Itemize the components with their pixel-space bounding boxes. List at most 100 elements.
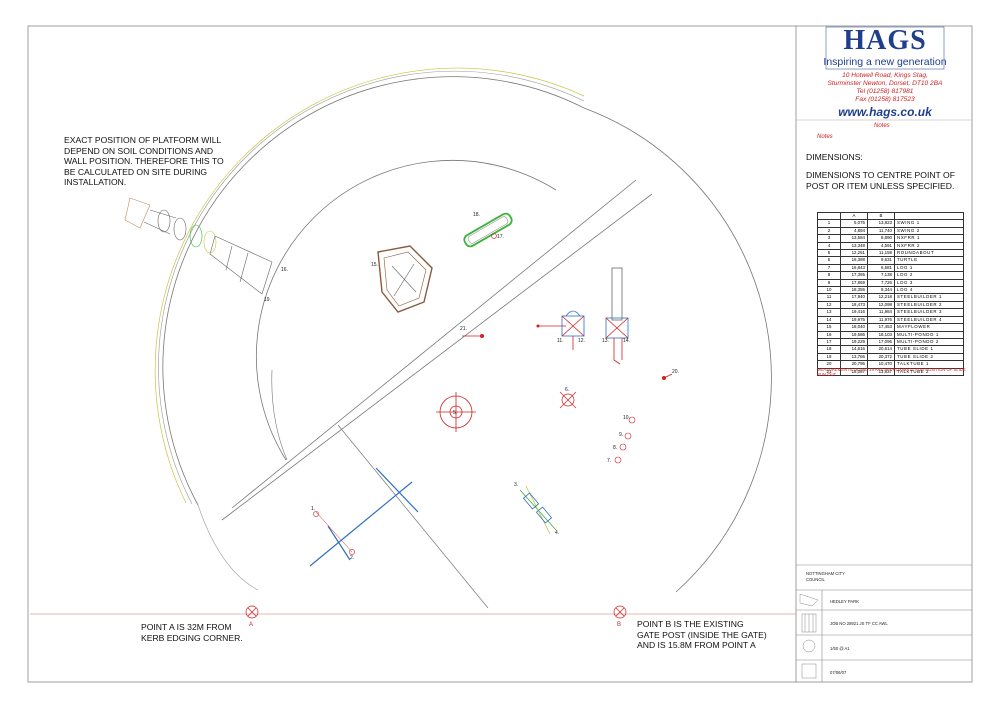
point-a-marker [245,605,259,619]
drawing-scale: 1/50 @ A1 [830,646,850,651]
table-cell: 12,218 [867,293,895,302]
table-cell: 15 [817,323,841,332]
table-cell: 17,869 [840,278,868,288]
table-cell: 11,158 [867,249,895,258]
table-cell: 14 [817,315,841,325]
item-label: 7. [607,458,611,464]
table-cell: 5,075 [840,219,868,228]
item-number-labels: 1. 2. 3. 4. 5. 6. 7. 8. 9. 10. 11. 12. 1… [264,212,679,561]
table-cell: 19,416 [840,308,868,317]
table-cell: NXFRR 1 [894,234,964,243]
site-circle [583,107,772,593]
dimensions-heading: DIMENSIONS: [806,152,863,162]
job-number: JOB NO 28921 JS TF CC AWL [830,621,888,626]
table-cell: STEELBUILDER 1 [894,293,964,302]
notes-label: Notes [817,134,833,140]
point-b-label: B [617,622,621,628]
table-cell: STEELBUILDER 3 [894,308,964,317]
table-cell: 17,453 [867,323,895,332]
table-cell: 1 [817,219,841,228]
table-cell: 17 [817,337,841,347]
table-cell: LOG 4 [894,286,964,295]
table-cell: 12,251 [840,249,868,258]
item-label: 13. [602,338,609,344]
table-cell: TUBE SLIDE 2 [894,352,964,362]
table-cell: 18,040 [840,323,868,332]
boundary-wall-arc [162,76,585,506]
item-label: 4. [555,530,559,536]
table-cell: TUBE SLIDE 1 [894,345,964,354]
website-link[interactable]: www.hags.co.uk [838,105,932,119]
table-cell: SWING 1 [894,219,964,228]
item-label: 6. [565,387,569,393]
table-cell: 11,976 [867,315,895,325]
table-cell: 20,614 [867,345,895,354]
table-cell: 6 [817,256,841,265]
table-cell: 6,581 [867,263,895,273]
table-cell: NXFRR 2 [894,241,964,251]
path-edge-upper [231,179,637,509]
steelbuilder-structure [536,267,629,365]
table-cell: 8 [817,271,841,280]
point-b-note: POINT B IS THE EXISTING GATE POST (INSID… [637,619,767,650]
table-cell: 9,631 [867,256,895,265]
table-cell: LOG 1 [894,263,964,273]
table-cell: 17,365 [840,271,868,280]
table-cell: 16 [817,330,841,339]
table-cell: 13,823 [867,219,895,228]
table-cell: 19,229 [840,337,868,347]
table-cell: LOG 2 [894,271,964,280]
table-cell: 13 [817,308,841,317]
table-header-row: A B [817,211,964,221]
table-cell: 7,726 [867,278,895,288]
item-label: 11. [557,338,564,344]
table-cell: 4,894 [840,226,868,236]
table-cell: ROUNDABOUT [894,249,964,258]
item-label: 3. [514,482,518,488]
sheet-border [27,25,973,683]
item-label: 17. [497,234,504,240]
table-cell: LOG 3 [894,278,964,288]
table-cell: 8,344 [867,286,895,295]
roundabout [436,392,476,432]
table-cell: 5 [817,249,841,258]
item-label: 8. [613,445,617,451]
talktubes [462,333,673,380]
table-cell: 11,740 [867,226,895,236]
phone-line: Tel (01258) 817981 [856,88,914,95]
table-cell: 3 [817,234,841,243]
site-name: HEDLEY PARK [830,599,859,604]
tube-slide [124,197,273,295]
table-cell: 19,586 [840,330,868,339]
multi-pondo [463,212,513,248]
table-cell: TALKTUBE 1 [894,360,964,369]
item-label: 14. [623,338,630,344]
item-label: 1. [311,506,315,512]
table-cell: 18,355 [840,286,868,295]
drawing-date: 07/06/07 [830,670,847,675]
table-cell: 4,591 [867,241,895,251]
table-cell: 9 [817,278,841,288]
table-cell: 18 [817,345,841,354]
point-a-label: A [249,622,253,628]
inner-play-area [256,160,557,461]
item-label: 10. [623,415,630,421]
table-cell: 13,584 [840,234,868,243]
table-cell: 16,843 [840,263,868,273]
logs [614,416,636,464]
